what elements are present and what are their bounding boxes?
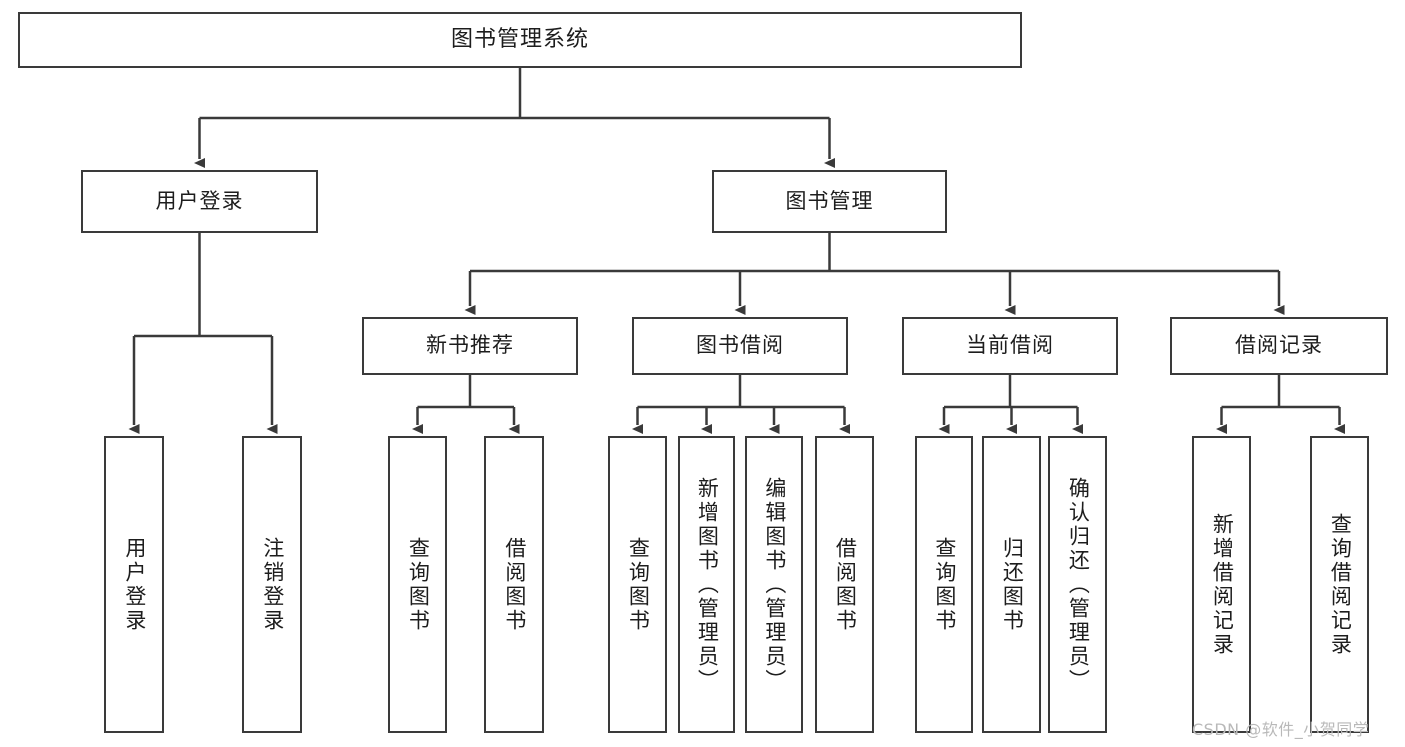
node-book-manage[interactable]: 图书管理 <box>712 170 947 233</box>
node-leaf-add-book-label: 新增图书（管理员） <box>695 476 720 693</box>
node-leaf-borrow-book-2[interactable]: 借阅图书 <box>815 436 874 733</box>
node-leaf-query-book-1[interactable]: 查询图书 <box>388 436 447 733</box>
node-leaf-user-login-label: 用户登录 <box>122 536 147 633</box>
node-leaf-logout[interactable]: 注销登录 <box>242 436 302 733</box>
node-leaf-user-login[interactable]: 用户登录 <box>104 436 164 733</box>
node-leaf-query-book-1-label: 查询图书 <box>406 536 431 633</box>
node-new-book-recommend-label: 新书推荐 <box>426 333 514 358</box>
node-leaf-confirm-return-label: 确认归还（管理员） <box>1066 476 1091 693</box>
node-leaf-return-book-label: 归还图书 <box>1000 536 1025 633</box>
node-leaf-logout-label: 注销登录 <box>260 536 285 633</box>
node-leaf-query-book-3[interactable]: 查询图书 <box>915 436 973 733</box>
node-book-borrow[interactable]: 图书借阅 <box>632 317 848 375</box>
node-leaf-query-book-3-label: 查询图书 <box>932 536 957 633</box>
node-leaf-query-record-label: 查询借阅记录 <box>1328 512 1353 657</box>
node-leaf-query-book-2[interactable]: 查询图书 <box>608 436 667 733</box>
node-book-manage-label: 图书管理 <box>785 188 874 213</box>
node-leaf-return-book[interactable]: 归还图书 <box>982 436 1041 733</box>
node-current-borrow[interactable]: 当前借阅 <box>902 317 1118 375</box>
node-leaf-edit-book-label: 编辑图书（管理员） <box>762 476 787 693</box>
node-book-borrow-label: 图书借阅 <box>696 333 784 358</box>
node-user-login[interactable]: 用户登录 <box>81 170 318 233</box>
node-root[interactable]: 图书管理系统 <box>18 12 1022 68</box>
node-leaf-query-book-2-label: 查询图书 <box>626 536 651 633</box>
node-leaf-query-record[interactable]: 查询借阅记录 <box>1310 436 1369 733</box>
node-leaf-borrow-book-2-label: 借阅图书 <box>833 536 858 633</box>
node-borrow-record-label: 借阅记录 <box>1235 333 1323 358</box>
node-leaf-borrow-book-1[interactable]: 借阅图书 <box>484 436 544 733</box>
csdn-watermark: CSDN @软件_小贺同学 <box>1192 720 1370 739</box>
node-leaf-borrow-book-1-label: 借阅图书 <box>502 536 527 633</box>
node-leaf-confirm-return[interactable]: 确认归还（管理员） <box>1048 436 1107 733</box>
node-current-borrow-label: 当前借阅 <box>966 333 1054 358</box>
node-root-label: 图书管理系统 <box>450 26 589 52</box>
node-new-book-recommend[interactable]: 新书推荐 <box>362 317 578 375</box>
node-leaf-edit-book[interactable]: 编辑图书（管理员） <box>745 436 803 733</box>
node-leaf-add-book[interactable]: 新增图书（管理员） <box>678 436 735 733</box>
node-borrow-record[interactable]: 借阅记录 <box>1170 317 1388 375</box>
node-leaf-add-record-label: 新增借阅记录 <box>1210 512 1235 657</box>
node-leaf-add-record[interactable]: 新增借阅记录 <box>1192 436 1251 733</box>
node-user-login-label: 用户登录 <box>155 188 244 213</box>
